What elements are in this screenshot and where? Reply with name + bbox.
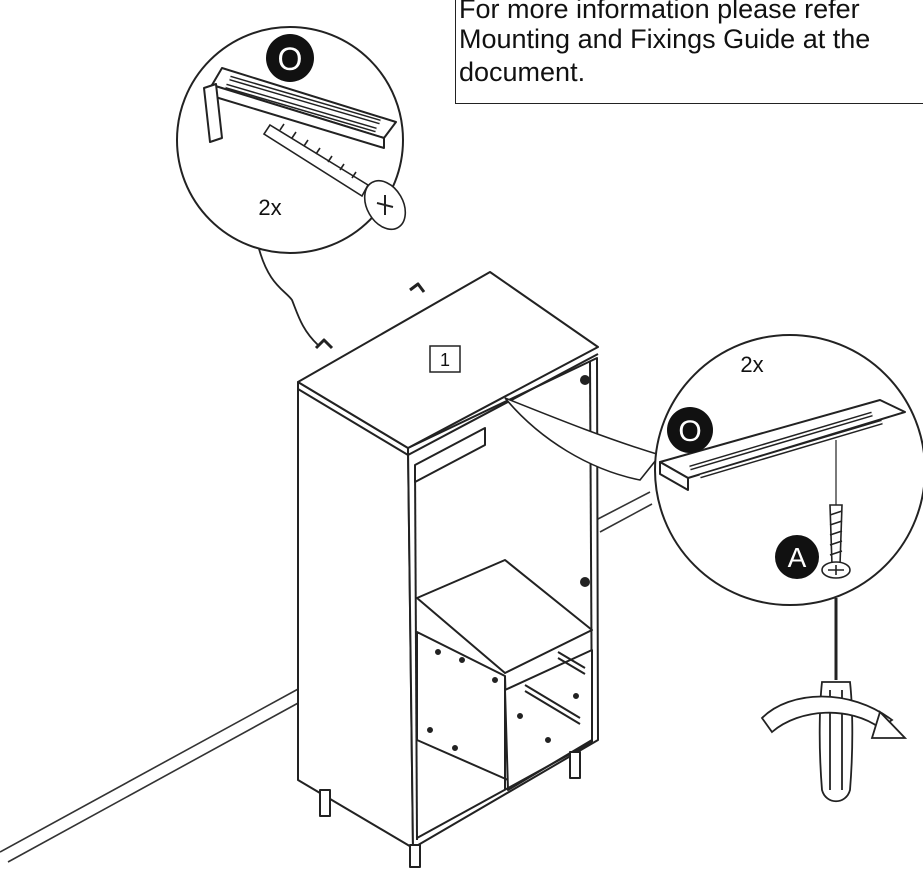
screw-icon (821, 504, 851, 579)
right-callout-leader (504, 397, 662, 481)
screwdriver-icon (760, 598, 908, 803)
bracket-icon (203, 67, 397, 149)
cabinet (297, 271, 599, 868)
svg-text:O: O (278, 41, 303, 77)
note-box (455, 0, 923, 104)
svg-text:A: A (788, 542, 807, 573)
panel-number-label: 1 (429, 345, 461, 373)
note-line-3: document. (459, 57, 586, 87)
part-badge-o-right: O (667, 407, 713, 453)
quantity-label-top: 2x (258, 195, 281, 220)
note-line-1: For more information please refer (459, 0, 860, 24)
note-line-2: Mounting and Fixings Guide at the (459, 24, 871, 54)
right-callout-circle: O A 2x (654, 334, 923, 606)
floor-lines (0, 491, 653, 863)
screw-icon (262, 123, 407, 231)
part-badge-a: A (775, 535, 819, 579)
part-badge-o-top: O (266, 34, 314, 82)
bracket-icon (659, 399, 906, 491)
top-callout-circle: O 2x (176, 26, 407, 254)
panel-number: 1 (440, 350, 450, 370)
quantity-label-right: 2x (740, 352, 763, 377)
svg-text:O: O (678, 415, 701, 448)
top-callout-leader (257, 244, 319, 346)
